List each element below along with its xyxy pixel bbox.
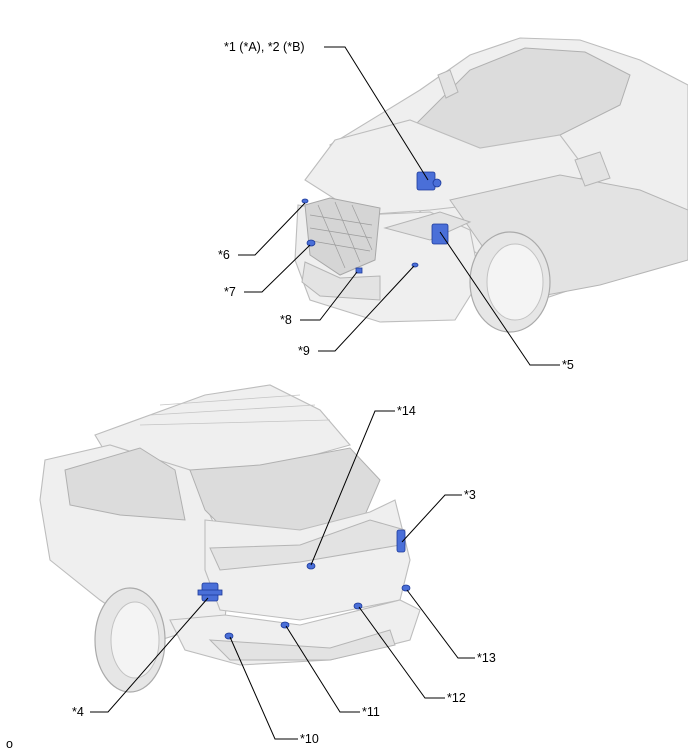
rear-sensor-10 (224, 632, 234, 640)
callout-5: *5 (562, 358, 574, 372)
rear-sensor-13 (401, 584, 411, 592)
rear-sensor-3 (396, 529, 406, 553)
callout-8: *8 (280, 313, 292, 327)
front-camera-module-1-2 (416, 171, 436, 191)
callout-9: *9 (298, 344, 310, 358)
rear-sensor-14 (306, 562, 316, 570)
rear-vehicle-illustration (39, 384, 421, 693)
callout-10: *10 (300, 732, 319, 746)
callout-7: *7 (224, 285, 236, 299)
front-sensor-9 (411, 262, 419, 268)
front-sensor-6 (301, 198, 309, 204)
figure-code: o (6, 737, 13, 751)
front-sensor-8 (355, 267, 363, 274)
callout-13: *13 (477, 651, 496, 665)
front-sensor-5 (431, 223, 449, 245)
rear-sensor-12 (353, 602, 363, 610)
callout-3: *3 (464, 488, 476, 502)
callout-4: *4 (72, 705, 84, 719)
callout-1-2: *1 (*A), *2 (*B) (224, 40, 305, 54)
callout-14: *14 (397, 404, 416, 418)
callout-11: *11 (362, 705, 380, 719)
callout-6: *6 (218, 248, 230, 262)
rear-sensor-11 (280, 621, 290, 629)
front-sensor-7 (306, 239, 316, 247)
callout-12: *12 (447, 691, 466, 705)
front-vehicle-illustration (294, 37, 688, 333)
leader-lines (90, 46, 560, 740)
callout-labels: *1 (*A), *2 (*B) *5 *6 *7 *8 *9 *14 *3 *… (6, 40, 574, 751)
